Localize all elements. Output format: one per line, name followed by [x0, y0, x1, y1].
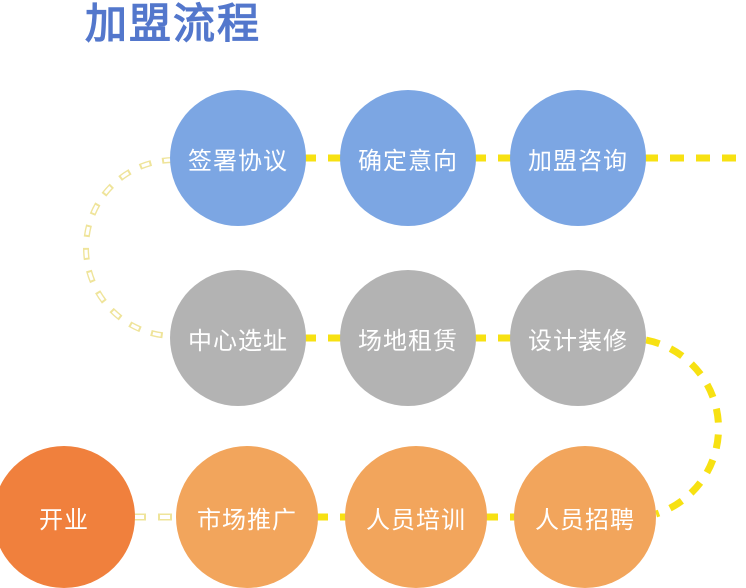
flow-step-staff-training: 人员培训 — [345, 446, 487, 588]
flow-step-label: 确定意向 — [358, 146, 458, 175]
flow-step-design-decoration: 设计装修 — [510, 270, 646, 406]
flow-step-marketing: 市场推广 — [176, 446, 318, 588]
connector-arc-sign-to-site-inner — [84, 158, 175, 338]
flow-step-site-lease: 场地租赁 — [340, 270, 476, 406]
flow-step-label: 开业 — [39, 505, 89, 534]
connector-arc-sign-to-site — [83, 157, 175, 339]
flow-step-label: 人员培训 — [366, 505, 466, 534]
connector-arc-design-to-recruit — [645, 336, 723, 518]
flow-step-sign-agreement: 签署协议 — [170, 90, 306, 226]
flow-step-label: 场地租赁 — [358, 326, 458, 355]
flow-step-label: 中心选址 — [188, 326, 288, 355]
flow-step-label: 人员招聘 — [535, 505, 635, 534]
flow-step-staff-recruiting: 人员招聘 — [514, 446, 656, 588]
flow-step-label: 签署协议 — [188, 146, 288, 175]
flow-step-site-selection: 中心选址 — [170, 270, 306, 406]
flow-step-label: 市场推广 — [197, 505, 297, 534]
flow-step-label: 设计装修 — [528, 326, 628, 355]
flow-step-confirm-intention: 确定意向 — [340, 90, 476, 226]
flow-step-franchise-consult: 加盟咨询 — [510, 90, 646, 226]
flow-step-opening: 开业 — [0, 446, 135, 588]
page-title: 加盟流程 — [85, 0, 262, 48]
flow-step-label: 加盟咨询 — [528, 146, 628, 175]
